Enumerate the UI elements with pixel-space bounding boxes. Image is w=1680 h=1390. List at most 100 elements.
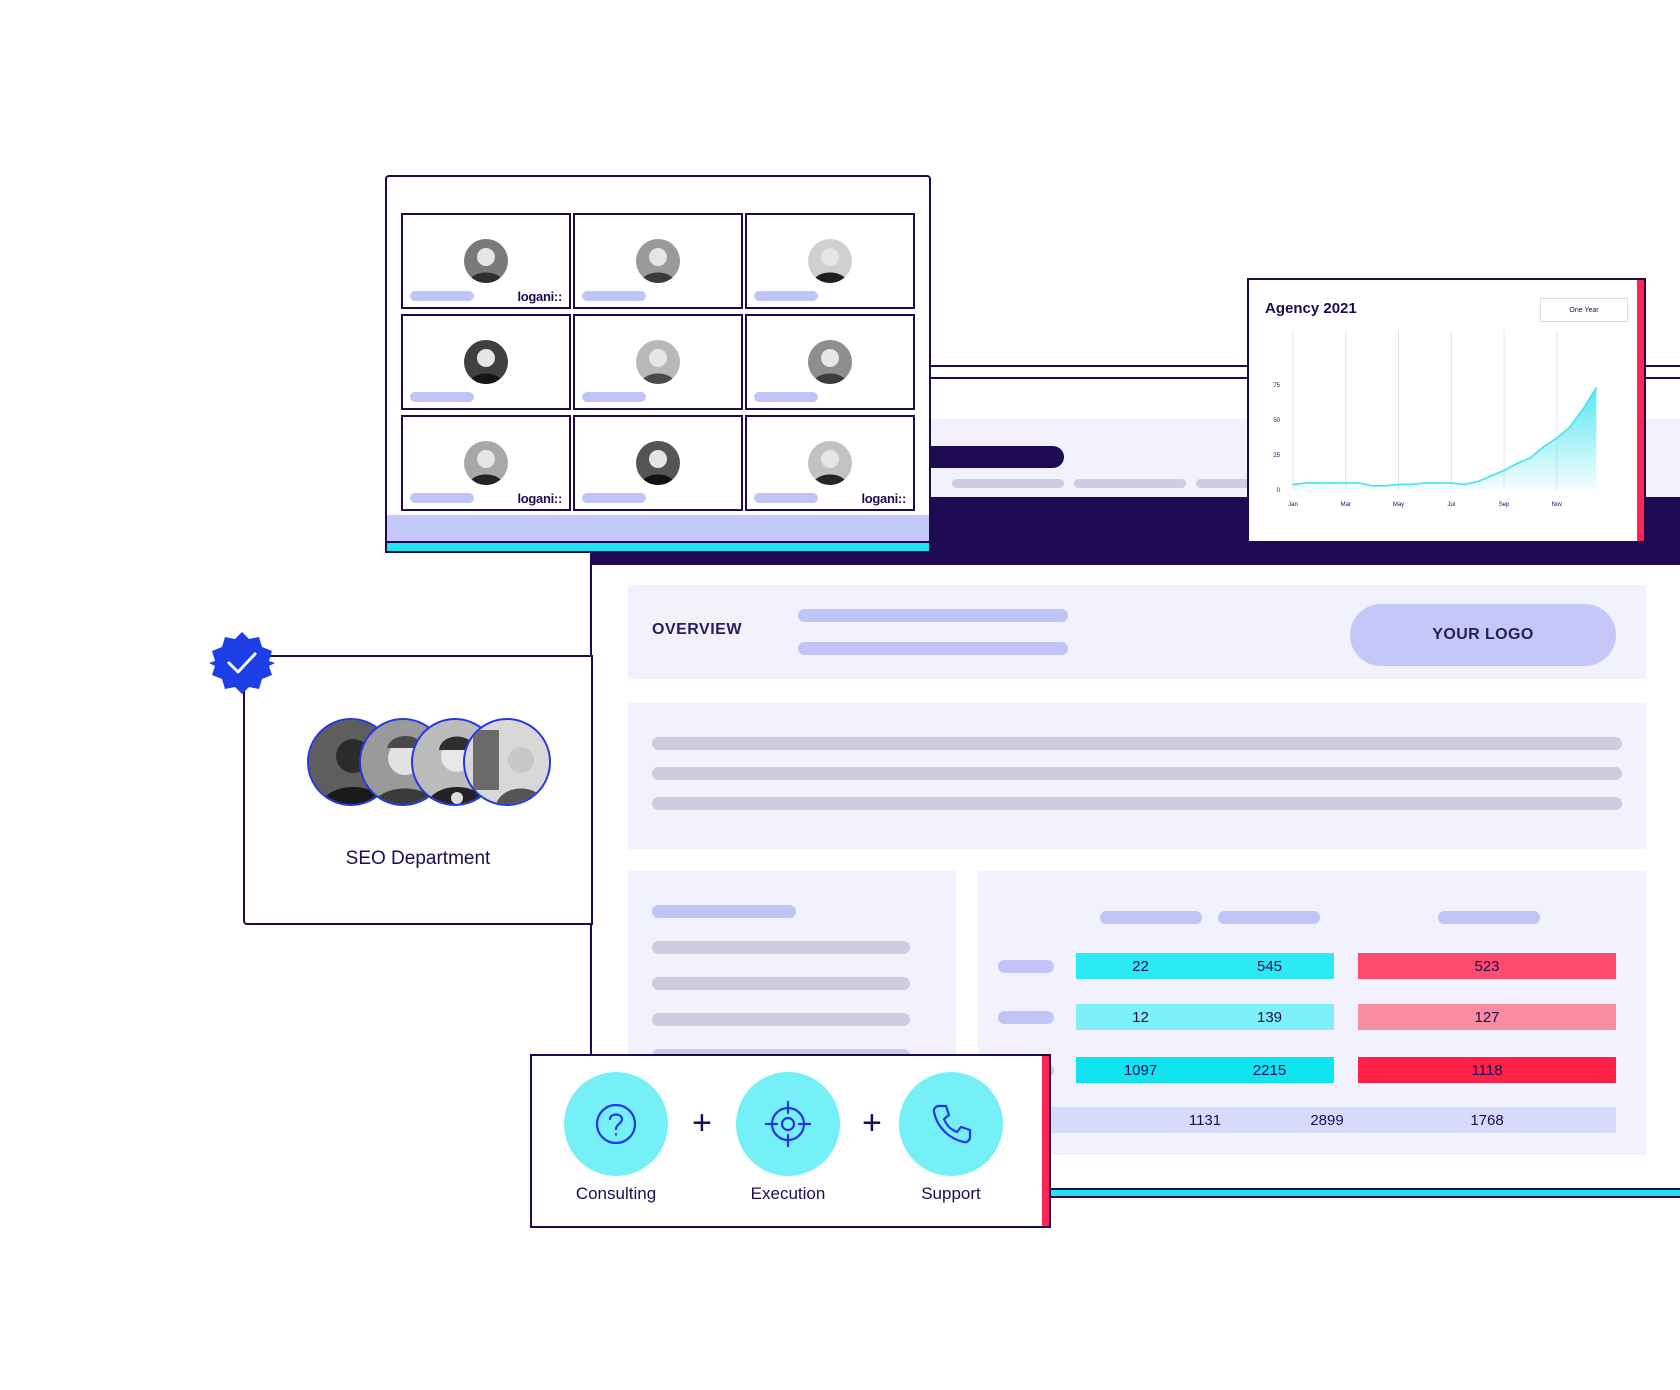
list-item-placeholder xyxy=(652,1013,910,1026)
verified-badge-icon xyxy=(209,632,275,694)
services-card: Consulting + Execution + Support xyxy=(530,1054,1044,1228)
data-point xyxy=(1437,482,1439,484)
data-point xyxy=(1595,387,1598,389)
participant-tile[interactable] xyxy=(401,314,571,410)
data-point xyxy=(1450,482,1453,484)
row-label-placeholder xyxy=(998,1011,1054,1024)
brand-watermark: logani:: xyxy=(517,289,562,304)
stats-table-panel: 22 545 523 12 139 127 1097 2215 1118 113… xyxy=(978,871,1646,1155)
overview-text-placeholder xyxy=(798,609,1068,622)
plus-separator: + xyxy=(862,1104,882,1142)
list-item-placeholder xyxy=(652,977,910,990)
chart-title: Agency 2021 xyxy=(1265,300,1357,317)
y-tick-label: 25 xyxy=(1273,453,1280,459)
data-point xyxy=(1542,445,1545,448)
x-tick-label: Jan xyxy=(1288,502,1298,508)
participant-avatar xyxy=(636,441,680,485)
video-call-window: logani::logani::logani:: xyxy=(385,175,931,543)
participant-tile[interactable]: logani:: xyxy=(745,415,915,511)
participant-tile[interactable]: logani:: xyxy=(401,415,571,511)
x-tick-label: Sep xyxy=(1499,502,1510,508)
participant-avatar xyxy=(636,239,680,283)
video-footer-bar xyxy=(387,515,929,541)
participant-name-placeholder xyxy=(582,291,646,301)
y-tick-label: 50 xyxy=(1273,418,1280,424)
seo-department-label: SEO Department xyxy=(345,848,491,869)
participant-avatar xyxy=(808,239,852,283)
table-cell: 523 xyxy=(1474,957,1500,975)
x-tick-label: Nov xyxy=(1551,502,1562,508)
table-cell: 2899 xyxy=(1310,1111,1344,1129)
nav-placeholder[interactable] xyxy=(1074,479,1186,488)
participant-tile[interactable] xyxy=(573,415,743,511)
list-item-placeholder xyxy=(652,941,910,954)
participant-name-placeholder xyxy=(410,493,474,503)
data-point xyxy=(1503,469,1505,472)
range-select-button[interactable]: One Year xyxy=(1540,298,1628,322)
your-logo-button[interactable]: YOUR LOGO xyxy=(1350,604,1616,666)
y-tick-label: 75 xyxy=(1273,383,1280,389)
nav-placeholder[interactable] xyxy=(1196,479,1256,488)
table-cell: 1118 xyxy=(1471,1061,1503,1079)
nav-placeholder[interactable] xyxy=(952,479,1064,488)
phone-icon xyxy=(932,1104,972,1144)
consulting-button[interactable] xyxy=(564,1072,668,1176)
question-icon xyxy=(595,1103,637,1145)
participant-tile[interactable] xyxy=(573,213,743,309)
text-line-placeholder xyxy=(652,797,1622,810)
x-tick-label: Jul xyxy=(1447,502,1455,508)
table-cell: 1768 xyxy=(1470,1111,1504,1129)
table-row-3-c: 1118 xyxy=(1358,1057,1616,1083)
participant-tile[interactable] xyxy=(745,213,915,309)
row-label-placeholder xyxy=(998,960,1054,973)
table-row-3-ab: 1097 2215 xyxy=(1076,1057,1334,1083)
table-total-row: 1131 2899 1768 xyxy=(1034,1107,1616,1133)
table-cell: 22 xyxy=(1132,957,1149,975)
brand-watermark: logani:: xyxy=(517,491,562,506)
data-point xyxy=(1318,482,1321,484)
data-point xyxy=(1384,485,1387,487)
participant-tile[interactable]: logani:: xyxy=(401,213,571,309)
data-point xyxy=(1397,483,1400,486)
x-tick-label: May xyxy=(1393,502,1404,508)
text-line-placeholder xyxy=(652,737,1622,750)
participant-tile[interactable] xyxy=(573,314,743,410)
table-row-2-ab: 12 139 xyxy=(1076,1004,1334,1030)
participant-name-placeholder xyxy=(582,392,646,402)
participant-avatar xyxy=(636,340,680,384)
table-cell: 1131 xyxy=(1188,1111,1222,1129)
data-point xyxy=(1529,457,1532,459)
brand-watermark: logani:: xyxy=(861,491,906,506)
table-row-2-c: 127 xyxy=(1358,1004,1616,1030)
data-point xyxy=(1569,426,1571,428)
overview-label: OVERVIEW xyxy=(652,621,742,638)
list-heading-placeholder xyxy=(652,905,796,918)
data-point xyxy=(1556,437,1558,439)
data-point xyxy=(1424,482,1426,484)
participant-avatar xyxy=(808,441,852,485)
execution-label: Execution xyxy=(750,1184,826,1203)
data-point xyxy=(1344,482,1347,484)
column-header-placeholder xyxy=(1438,911,1540,924)
overview-text-placeholder xyxy=(798,642,1068,655)
table-cell: 2215 xyxy=(1252,1061,1287,1079)
participant-name-placeholder xyxy=(410,291,474,301)
plus-separator: + xyxy=(692,1104,712,1142)
target-icon xyxy=(765,1101,811,1147)
data-point xyxy=(1305,482,1307,484)
participant-name-placeholder xyxy=(754,392,818,402)
participant-name-placeholder xyxy=(754,493,818,503)
data-point xyxy=(1476,480,1479,483)
data-point xyxy=(1371,485,1373,487)
execution-button[interactable] xyxy=(736,1072,840,1176)
data-point xyxy=(1292,483,1294,486)
support-button[interactable] xyxy=(899,1072,1003,1176)
participant-name-placeholder xyxy=(754,291,818,301)
data-point xyxy=(1516,462,1519,465)
participant-tile[interactable] xyxy=(745,314,915,410)
participant-avatar xyxy=(464,340,508,384)
text-panel xyxy=(628,703,1646,849)
participant-avatar xyxy=(464,239,508,283)
seo-department-card[interactable]: SEO Department xyxy=(243,655,593,925)
